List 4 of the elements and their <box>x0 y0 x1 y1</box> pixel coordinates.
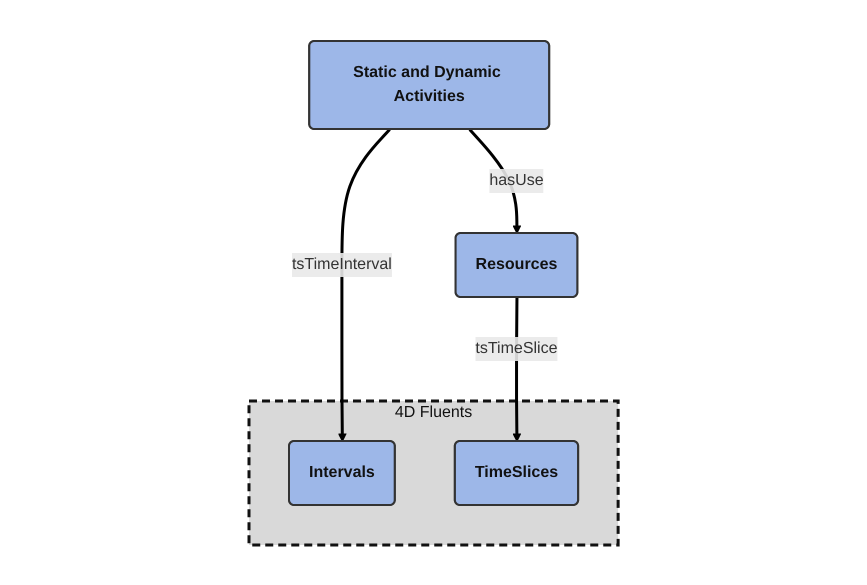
arrow <box>338 128 391 442</box>
edge-label: hasUse <box>489 172 544 188</box>
edge-label: tsTimeInterval <box>292 256 392 272</box>
edge-label: tsTimeSlice <box>475 340 558 356</box>
